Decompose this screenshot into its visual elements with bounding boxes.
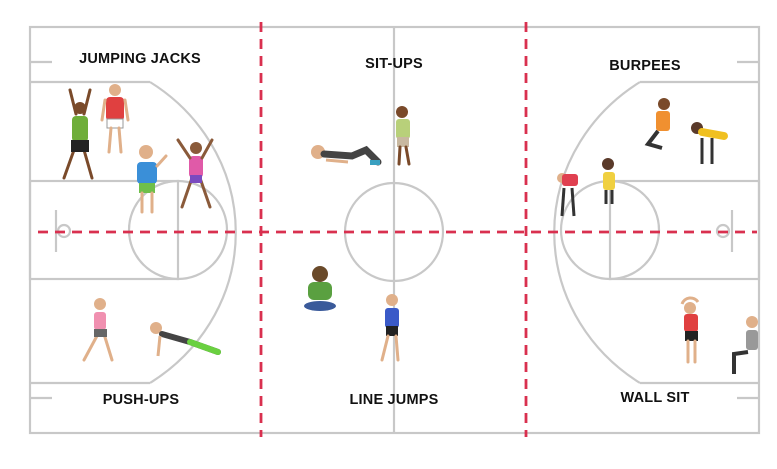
pushup-person-icon	[82, 298, 221, 362]
station-label-line-jumps: LINE JUMPS	[349, 392, 439, 408]
line-jump-person-icon	[304, 266, 400, 362]
burpee-person-icon	[557, 98, 728, 217]
station-label-wall-sit: WALL SIT	[620, 390, 690, 406]
station-label-jumping-jacks: JUMPING JACKS	[79, 51, 201, 67]
wall-sit-person-icon	[680, 296, 758, 374]
left-three-point-arc	[149, 81, 237, 384]
station-label-sit-ups: SIT-UPS	[365, 56, 423, 72]
station-label-burpees: BURPEES	[609, 58, 681, 74]
left-key	[28, 179, 180, 281]
station-label-push-ups: PUSH-UPS	[102, 392, 180, 408]
jumping-person-icon	[62, 84, 214, 214]
situp-person-icon	[311, 106, 411, 166]
right-key	[608, 179, 761, 281]
